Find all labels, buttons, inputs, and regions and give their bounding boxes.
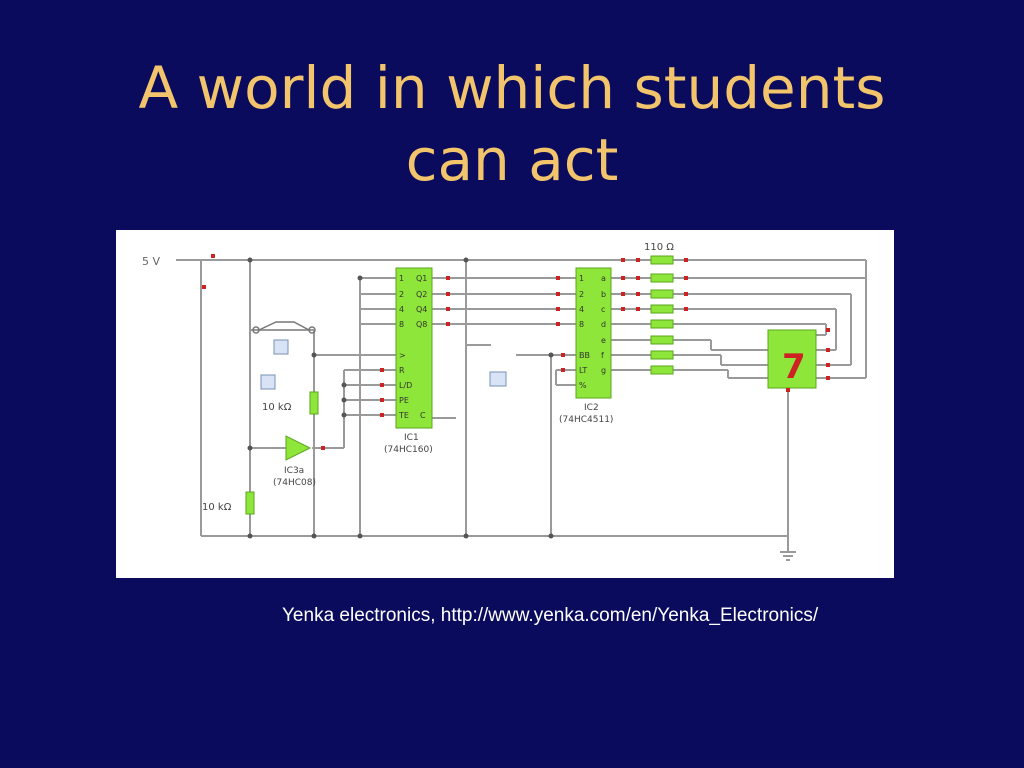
ic1-pin-label: Q8: [416, 320, 427, 329]
ic3-part: (74HC08): [273, 478, 316, 488]
title-line-1: A world in which students: [138, 54, 886, 122]
ic1-chip: [395, 267, 433, 429]
ic1-pin-label: Q2: [416, 290, 427, 299]
ic1-pin-label: R: [399, 366, 405, 375]
resistor-bottom-label: 10 kΩ: [202, 502, 232, 513]
ic2-pin-label: a: [601, 274, 606, 283]
resistor-10k-bottom: [245, 491, 255, 515]
switch-button-left: [260, 374, 276, 390]
source-caption: Yenka electronics, http://www.yenka.com/…: [282, 605, 819, 626]
ic2-pin-label: c: [601, 305, 605, 314]
connection-nodes: [202, 254, 830, 450]
ic1-pin-label: 1: [399, 274, 404, 283]
circuit-diagram: 5 V 10 kΩ 10 kΩ 110 Ω IC3a (74HC08): [142, 242, 867, 561]
seven-segment-display: [767, 329, 817, 389]
slide-title: A world in which students can act: [0, 52, 1024, 196]
ic1-pin-label: TE: [398, 411, 409, 420]
ic3-name: IC3a: [284, 466, 304, 476]
switch-button-mid: [489, 371, 507, 387]
display-digit: 7: [782, 347, 806, 387]
ic1-name: IC1: [404, 433, 419, 443]
ic2-pin-label: 4: [579, 305, 584, 314]
ic1-right-pins: Q1 Q2 Q4 Q8 C: [416, 274, 427, 420]
and-gate-ic3: [285, 435, 312, 461]
ic1-left-pins: 1 2 4 8 > R L/D PE TE: [398, 274, 412, 420]
ic2-chip: [575, 267, 612, 399]
ic1-pin-label: 8: [399, 320, 404, 329]
junction-dots: [247, 257, 554, 539]
resistor-mid-label: 10 kΩ: [262, 402, 292, 413]
ic2-pin-label: 8: [579, 320, 584, 329]
ic1-part: (74HC160): [384, 445, 433, 455]
ic2-pin-label: g: [601, 366, 606, 375]
ic1-pin-label: C: [420, 411, 426, 420]
ic2-part: (74HC4511): [559, 415, 613, 425]
wires: [176, 259, 867, 561]
ic1-pin-label: 2: [399, 290, 404, 299]
ic2-name: IC2: [584, 403, 599, 413]
ic1-pin-label: L/D: [399, 381, 412, 390]
segment-resistors: [650, 255, 674, 375]
circuit-diagram-panel: 5 V 10 kΩ 10 kΩ 110 Ω IC3a (74HC08): [116, 230, 894, 578]
resistor-top-label: 110 Ω: [644, 242, 674, 253]
switch-button-top: [273, 339, 289, 355]
ic2-right-pins: a b c d e f g: [601, 274, 606, 375]
push-switch-top: [252, 321, 316, 334]
title-line-2: can act: [405, 126, 619, 194]
ic2-pin-label: f: [601, 351, 604, 360]
ic1-pin-label: Q1: [416, 274, 427, 283]
ic2-pin-label: e: [601, 336, 606, 345]
ic1-pin-label: Q4: [416, 305, 427, 314]
ic2-pin-label: LT: [579, 366, 587, 375]
ic2-pin-label: 1: [579, 274, 584, 283]
ic1-pin-label: PE: [399, 396, 409, 405]
ic1-pin-label: 4: [399, 305, 404, 314]
ic2-pin-label: BB: [579, 351, 590, 360]
ic1-pin-label: >: [399, 351, 406, 360]
resistor-10k-mid: [309, 391, 319, 415]
ic2-pin-label: 2: [579, 290, 584, 299]
ic2-pin-label: d: [601, 320, 606, 329]
supply-label: 5 V: [142, 255, 160, 268]
ic2-pin-label: b: [601, 290, 606, 299]
ic2-left-pins: 1 2 4 8 BB LT %: [579, 274, 590, 390]
ic2-pin-label: %: [579, 381, 587, 390]
